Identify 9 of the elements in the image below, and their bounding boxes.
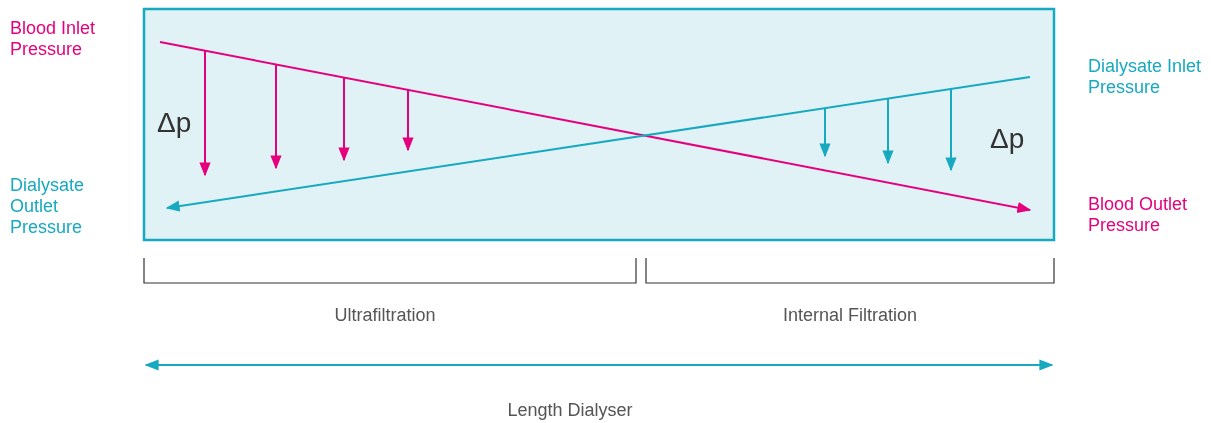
pressure-label: Blood Outlet Pressure (1088, 194, 1189, 236)
dimension-label: Length Dialyser (506, 400, 634, 421)
pressure-label: Dialysate Outlet Pressure (10, 175, 86, 238)
section-label: Ultrafiltration (333, 305, 437, 326)
pressure-label: Blood Inlet Pressure (10, 18, 97, 60)
delta-p-label: Δp (157, 106, 192, 140)
delta-p-label: Δp (990, 122, 1025, 156)
pressure-label: Dialysate Inlet Pressure (1088, 56, 1203, 98)
section-label: Internal Filtration (781, 305, 919, 326)
